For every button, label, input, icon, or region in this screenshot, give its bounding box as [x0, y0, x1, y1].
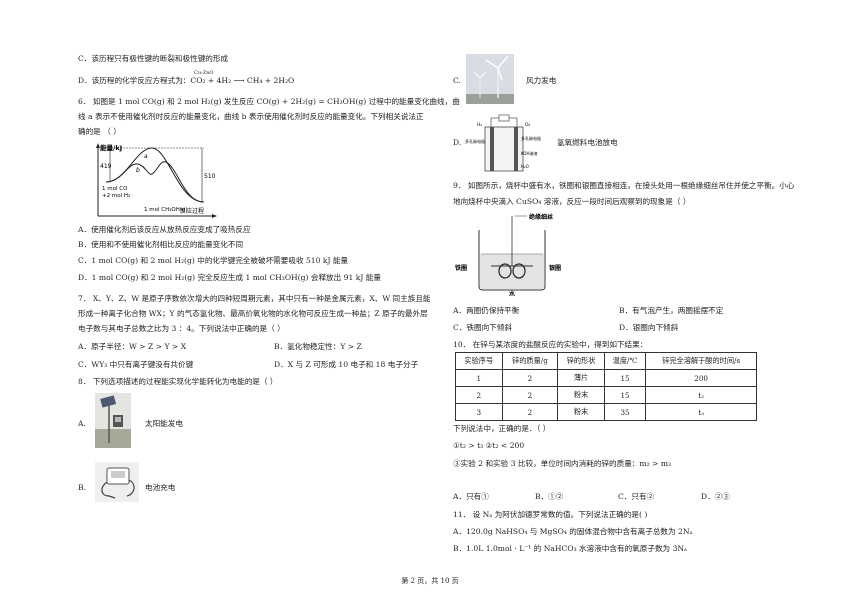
table-cell: 35	[603, 403, 647, 421]
q8-option-a-text: 太阳能发电	[145, 419, 183, 428]
q7-stem-line3: 电子数与其电子总数之比为 3 ：4。下列说法中正确的是（ ）	[78, 324, 285, 333]
q6-option-a: A．使用催化剂后该反应从放热反应变成了吸热反应	[78, 225, 251, 234]
q9-silver-label: 银圈	[549, 264, 561, 272]
table-cell: 粉末	[557, 386, 605, 404]
q8-wind-image	[466, 54, 514, 104]
table-cell: 1	[455, 369, 503, 387]
q11-option-b: B．1.0L 1.0mol · L⁻¹ 的 NaHCO₃ 水溶液中含有的氧原子数…	[453, 544, 687, 553]
q9-water-label: 水	[509, 290, 516, 296]
table-cell: 15	[603, 369, 647, 387]
table-cell: t₂	[645, 386, 757, 404]
page-footer: 第 2 页，共 10 页	[401, 577, 459, 585]
table-cell: 15	[603, 386, 647, 404]
q5-reaction-condition: Cu-ZnO	[194, 70, 214, 76]
table-cell: 200	[645, 369, 757, 387]
q8-stem: 8． 下列选项描述的过程能实现化学能转化为电能的是（ ）	[78, 377, 278, 386]
q7-option-c: C．WY₃ 中只有离子键没有共价键	[78, 360, 194, 369]
q8-option-b-text: 电池充电	[145, 483, 176, 492]
table-cell: 2	[501, 369, 559, 387]
q9-option-b: B．有气泡产生，两圈摇摆不定	[619, 306, 724, 315]
y-axis-label: 能量/kJ	[100, 143, 122, 152]
table-cell: 2	[501, 403, 559, 421]
q10-results-table: 实验序号 锌的质量/g 锌的形状 温度/℃ 锌完全溶解于酸的时间/s 1 2 薄…	[455, 352, 757, 421]
x-axis-arrow	[212, 214, 217, 218]
q8-option-d-text: 氢氧燃料电池放电	[557, 138, 618, 147]
q8-option-b-letter: B.	[78, 483, 86, 492]
label-419: 419	[100, 163, 112, 170]
x-axis-label: 反应过程	[180, 207, 204, 215]
q8-fuel-cell-diagram: H₂ O₂ 多孔碳电极 多孔碳电极 KOH溶液 H₂O	[465, 114, 541, 172]
q9-option-a: A．两圈仍保持平衡	[453, 306, 520, 315]
q9-iron-label: 铁圈	[455, 264, 467, 272]
fuel-cell-h2-label: H₂	[477, 122, 482, 128]
q8-option-c-text: 风力发电	[526, 76, 557, 85]
q6-option-b: B．使用和不使用催化剂相比反应的能量变化不同	[78, 240, 244, 249]
q5-option-c: C．该历程只有极性键的断裂和极性键的形成	[78, 54, 229, 63]
reactant-line2: +2 mol H₂	[102, 193, 130, 199]
q8-option-a-letter: A.	[78, 419, 86, 428]
q10-statement-1-2: ①t₂ > t₃ ②t₂ < 200	[453, 441, 525, 450]
table-cell: t₃	[645, 403, 757, 421]
q10-stem: 10． 在锌与某浓度的盐酸反应的实验中，得到如下结果：	[453, 340, 648, 349]
table-row: 3 2 粉末 35 t₃	[455, 403, 757, 421]
y-axis-arrow	[96, 143, 100, 148]
q7-option-d: D．X 与 Z 可形成 10 电子和 18 电子分子	[274, 360, 419, 369]
q8-charger-image	[95, 462, 139, 502]
q6-energy-diagram: 能量/kJ 反应过程 419 510 a b 1 mol CO +2 mol H…	[96, 143, 217, 218]
q10-question-line: 下列说法中，正确的是．（ ）	[453, 424, 551, 433]
q10-option-a: A．只有①	[453, 492, 489, 501]
product-label: 1 mol CH₃OH(g)	[144, 207, 188, 213]
q8-option-d-letter: D.	[453, 138, 462, 147]
table-header-cell: 锌完全溶解于酸的时间/s	[645, 352, 757, 370]
table-row: 1 2 薄片 15 200	[455, 369, 757, 387]
table-cell: 2	[455, 386, 503, 404]
q7-option-a: A．原子半径：W > Z > Y > X	[78, 342, 187, 351]
curve-b	[105, 161, 205, 203]
q6-stem-line3: 确的是 （ ）	[78, 127, 121, 136]
q8-option-c-letter: C.	[453, 76, 461, 85]
q10-option-b: B．①②	[535, 492, 564, 501]
q7-stem-line2: 形成一种离子化合物 WX；Y 的气态氢化物、最高价氧化物的水化物可反应生成一种盐…	[78, 309, 428, 318]
table-row: 2 2 粉末 15 t₂	[455, 386, 757, 404]
q10-statement-3: ③实验 2 和实验 3 比较，单位时间内消耗的锌的质量：m₂ > m₃	[453, 459, 672, 468]
fuel-cell-electrode-left: 多孔碳电极	[465, 138, 485, 144]
q9-stem-line2: 地向烧杯中央滴入 CuSO₄ 溶液，反应一段时间后观察到的现象是（ ）	[453, 197, 691, 206]
table-header-cell: 温度/℃	[603, 352, 647, 370]
q6-stem-line1: 6． 如图是 1 mol CO(g) 和 2 mol H₂(g) 发生反应 CO…	[78, 97, 460, 106]
q10-option-c: C．只有②	[618, 492, 655, 501]
q11-option-a: A．120.0g NaHSO₄ 与 MgSO₄ 的固体混合物中含有离子总数为 2…	[453, 527, 693, 536]
q9-option-d: D．银圈向下倾斜	[619, 323, 679, 332]
q6-option-c: C．1 mol CO(g) 和 2 mol H₂(g) 中的化学键完全被破坏需要…	[78, 256, 349, 265]
q7-stem-line1: 7． X、Y、Z、W 是原子序数依次增大的四种短周期元素，其中只有一种是金属元素…	[78, 294, 431, 303]
table-cell: 3	[455, 403, 503, 421]
fuel-cell-electrode-right: 多孔碳电极	[521, 135, 541, 141]
fuel-cell-koh-label: KOH溶液	[521, 150, 538, 156]
q8-solar-image	[95, 393, 131, 448]
q9-stem-line1: 9． 如图所示，烧杯中盛有水，铁圈和银圈直接相连，在接头处用一根绝缘细丝吊住并使…	[453, 181, 795, 190]
q9-option-c: C．铁圈向下倾斜	[453, 323, 512, 332]
label-510: 510	[204, 173, 216, 180]
q7-option-b: B．氢化物稳定性：Y > Z	[274, 342, 362, 351]
table-header-cell: 锌的质量/g	[501, 352, 559, 370]
curve-b-label: b	[136, 167, 140, 174]
q5-option-d: D．该历程的化学反应方程式为：CO₂ + 4H₂ ⟶ CH₄ + 2H₂O	[78, 76, 295, 85]
curve-a-label: a	[144, 153, 148, 160]
q9-wire-label: 绝缘细丝	[529, 213, 553, 221]
table-cell: 薄片	[557, 369, 605, 387]
q11-stem: 11． 设 Nₐ 为阿伏加德罗常数的值。下列说法正确的是( )	[453, 510, 648, 519]
table-cell: 2	[501, 386, 559, 404]
table-header-cell: 实验序号	[455, 352, 503, 370]
q10-option-d: D．②③	[701, 492, 730, 501]
table-cell: 粉末	[557, 403, 605, 421]
reactant-line1: 1 mol CO	[102, 186, 128, 192]
q9-beaker-diagram: 绝缘细丝 铁圈 银圈 水	[455, 213, 561, 296]
q6-stem-line2: 线 a 表示不使用催化剂时反应的能量变化，曲线 b 表示使用催化剂时反应的能量变…	[78, 112, 424, 121]
fuel-cell-o2-label: O₂	[525, 122, 531, 128]
q6-option-d: D．1 mol CO(g) 和 2 mol H₂(g) 完全反应生成 1 mol…	[78, 273, 381, 282]
table-header-row: 实验序号 锌的质量/g 锌的形状 温度/℃ 锌完全溶解于酸的时间/s	[455, 352, 757, 370]
fuel-cell-h2o-label: H₂O	[521, 164, 529, 169]
table-header-cell: 锌的形状	[557, 352, 605, 370]
